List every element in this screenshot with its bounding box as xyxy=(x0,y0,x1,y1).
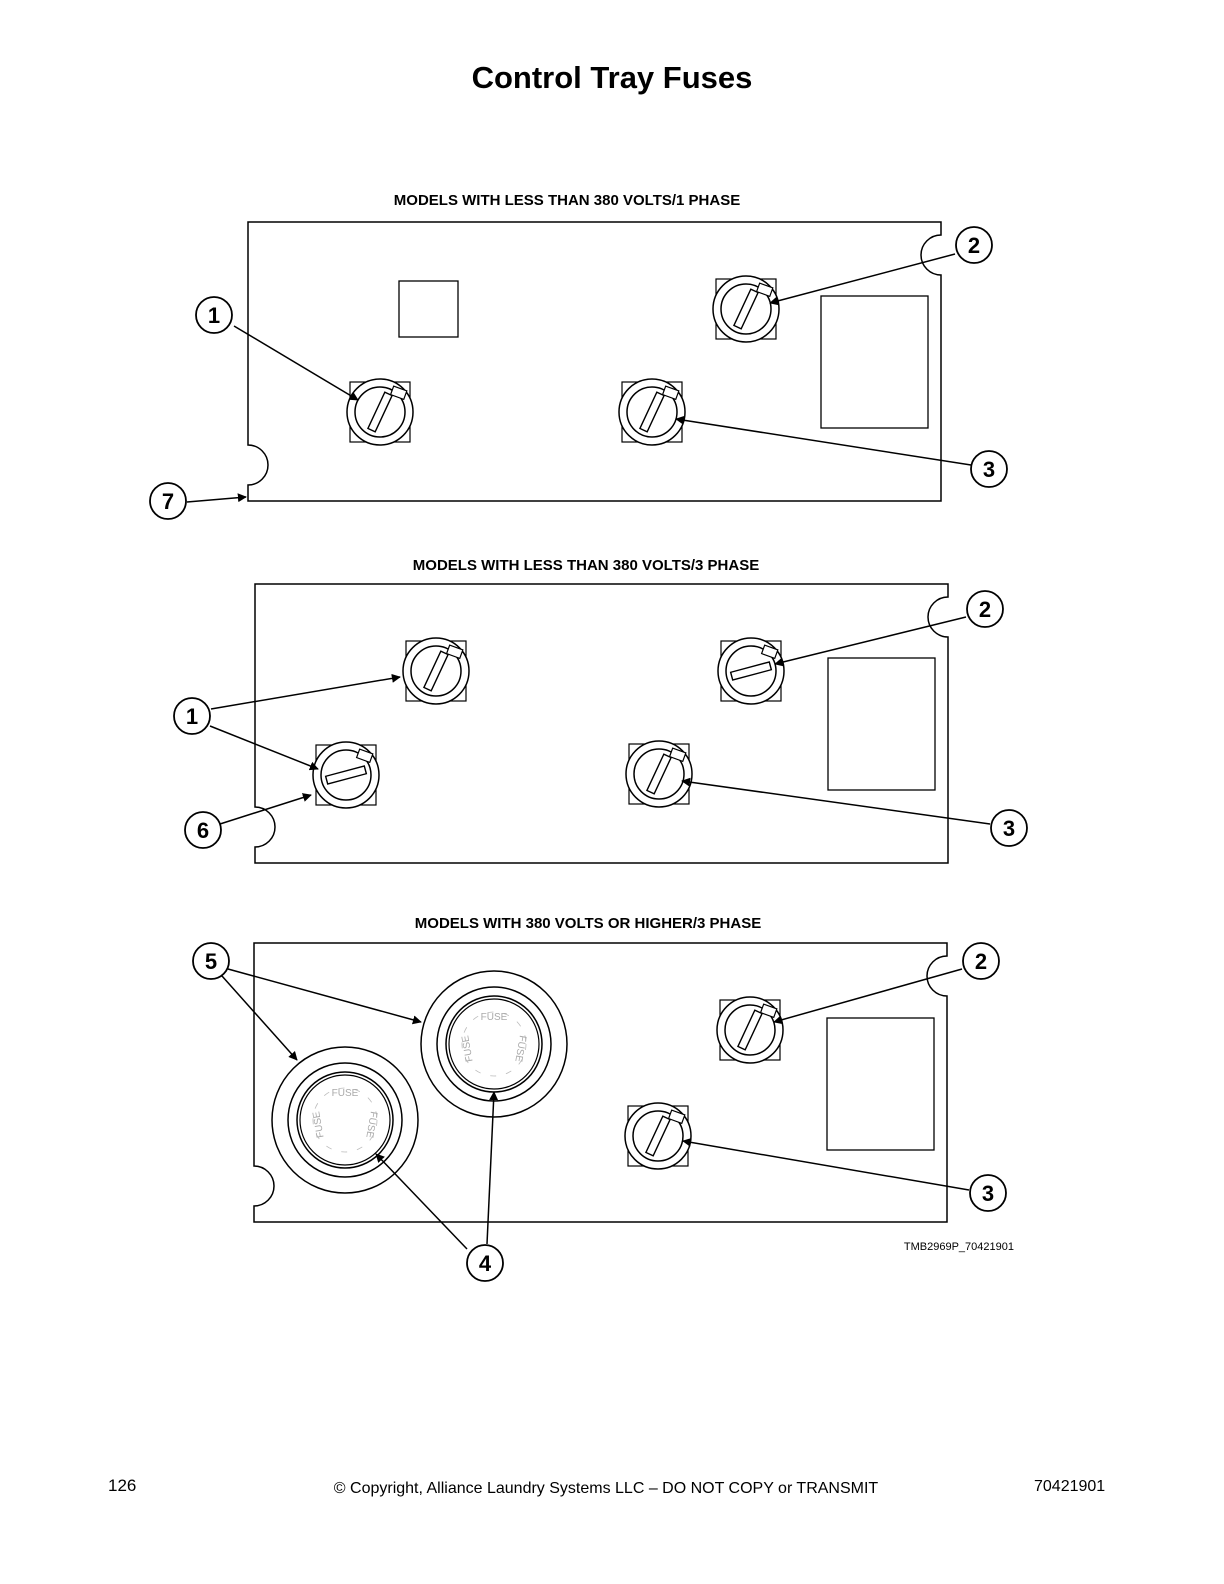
panel-2-title: MODELS WITH LESS THAN 380 VOLTS/3 PHASE xyxy=(413,557,759,574)
panel-3-leader-2 xyxy=(773,968,963,1025)
panel-1-fuse-1 xyxy=(346,378,414,446)
panel-1-tray-outline xyxy=(247,221,942,502)
panel-2-relay-block xyxy=(827,657,936,791)
callout-1: 1 xyxy=(195,296,233,334)
panel-1-leader-2 xyxy=(769,253,956,306)
svg-text:FUSE: FUSE xyxy=(363,1111,379,1139)
panel-3-title: MODELS WITH 380 VOLTS OR HIGHER/3 PHASE xyxy=(415,915,761,932)
page-number: 126 xyxy=(108,1476,137,1495)
panel-3-leader-3 xyxy=(682,1137,970,1191)
panel-1-square-component xyxy=(398,280,459,338)
panel-3-leader-4a xyxy=(375,1153,468,1250)
panel-1-leader-1 xyxy=(233,325,359,401)
svg-text:3: 3 xyxy=(983,457,995,482)
svg-text:3: 3 xyxy=(1003,816,1015,841)
callout-7: 7 xyxy=(149,482,187,520)
callout-3: 3 xyxy=(970,450,1008,488)
panel-2-tray-outline xyxy=(254,583,949,864)
panel-3-large-fuse-holder-b: FUSE FUSE FUSE xyxy=(420,970,568,1118)
panel-3-leader-5b xyxy=(221,975,298,1061)
callout-5: 5 xyxy=(192,942,230,980)
panel-2: MODELS WITH LESS THAN 380 VOLTS/3 PHASE … xyxy=(173,557,1028,864)
callout-2: 2 xyxy=(962,942,1000,980)
callout-4: 4 xyxy=(466,1244,504,1282)
panel-2-leader-6 xyxy=(219,793,312,825)
panel-3-fuse-2 xyxy=(716,996,784,1064)
panel-3-fuse-3 xyxy=(624,1102,692,1170)
svg-text:1: 1 xyxy=(208,303,220,328)
document-number: 70421901 xyxy=(1034,1478,1106,1495)
panel-3-leader-5a xyxy=(227,968,422,1025)
panel-1-fuse-2 xyxy=(712,275,780,343)
panel-3-relay-block xyxy=(826,1017,935,1151)
svg-text:5: 5 xyxy=(205,949,217,974)
svg-text:FUSE: FUSE xyxy=(481,1012,508,1023)
panel-2-fuse-2 xyxy=(717,637,785,705)
panel-1-leader-3 xyxy=(675,415,972,466)
panel-2-fuse-3 xyxy=(625,740,693,808)
panel-3-leader-4b xyxy=(486,1091,499,1245)
panel-3-large-fuse-holder-a: FUSE FUSE FUSE xyxy=(271,1046,419,1194)
panel-2-fuse-1b xyxy=(312,741,380,809)
svg-text:7: 7 xyxy=(162,489,174,514)
panel-2-fuse-1a xyxy=(402,637,470,705)
callout-3: 3 xyxy=(969,1174,1007,1212)
callout-1: 1 xyxy=(173,697,211,735)
panel-2-leader-3 xyxy=(681,777,991,825)
panel-2-leader-2 xyxy=(774,616,967,667)
svg-text:FUSE: FUSE xyxy=(332,1088,359,1099)
svg-text:FUSE: FUSE xyxy=(460,1034,476,1062)
panel-2-leader-1b xyxy=(209,725,319,771)
svg-text:FUSE: FUSE xyxy=(512,1035,528,1063)
panel-1-title: MODELS WITH LESS THAN 380 VOLTS/1 PHASE xyxy=(394,192,740,209)
panel-1-leader-7 xyxy=(186,493,247,503)
callout-6: 6 xyxy=(184,811,222,849)
svg-text:4: 4 xyxy=(479,1251,492,1276)
svg-text:2: 2 xyxy=(975,949,987,974)
panel-1-relay-block xyxy=(820,295,929,429)
page-title: Control Tray Fuses xyxy=(471,60,753,95)
panel-1-fuse-3 xyxy=(618,378,686,446)
svg-text:FUSE: FUSE xyxy=(311,1110,327,1138)
callout-2: 2 xyxy=(966,590,1004,628)
svg-text:2: 2 xyxy=(979,597,991,622)
svg-text:6: 6 xyxy=(197,818,209,843)
callout-3: 3 xyxy=(990,809,1028,847)
copyright-notice: © Copyright, Alliance Laundry Systems LL… xyxy=(333,1480,879,1497)
callout-2: 2 xyxy=(955,226,993,264)
panel-2-leader-1a xyxy=(210,673,401,710)
svg-text:2: 2 xyxy=(968,233,980,258)
svg-text:1: 1 xyxy=(186,704,198,729)
figure-id: TMB2969P_70421901 xyxy=(904,1241,1014,1253)
panel-3: MODELS WITH 380 VOLTS OR HIGHER/3 PHASE … xyxy=(192,915,1014,1282)
svg-text:3: 3 xyxy=(982,1181,994,1206)
panel-1: MODELS WITH LESS THAN 380 VOLTS/1 PHASE … xyxy=(149,192,1008,520)
